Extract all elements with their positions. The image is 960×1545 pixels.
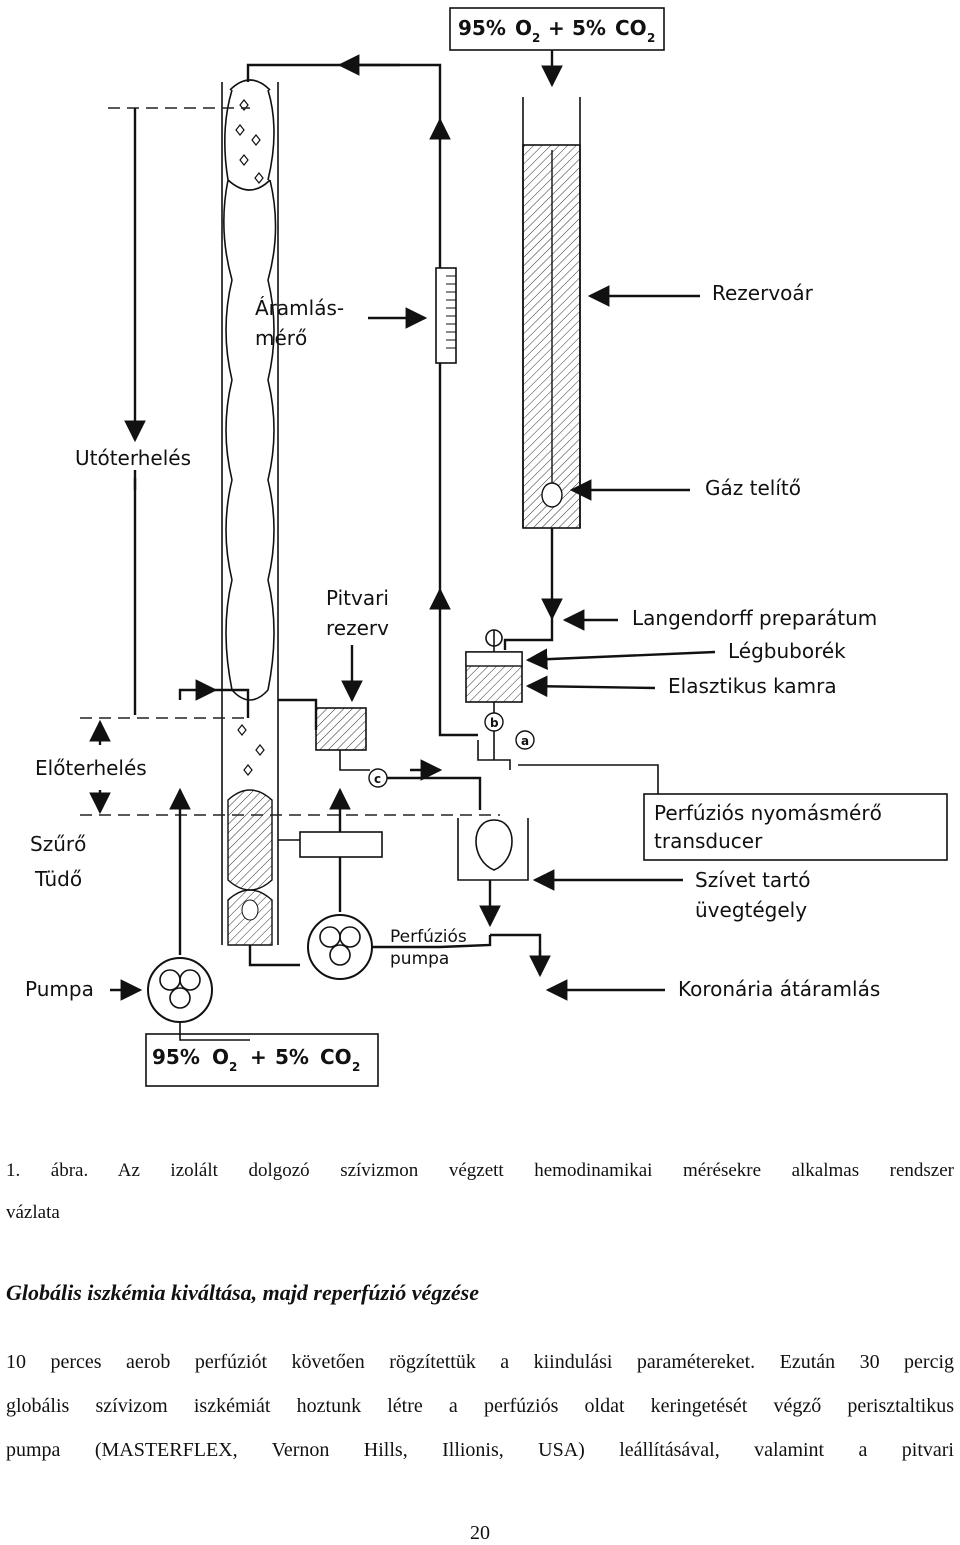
afterload-label: Utóterhelés <box>75 446 191 470</box>
svg-text:2: 2 <box>532 31 540 45</box>
svg-text:+: + <box>548 16 565 40</box>
svg-text:üvegtégely: üvegtégely <box>695 898 807 922</box>
bubble-label: Légbuborék <box>728 639 846 663</box>
pump-perfusion <box>307 914 373 980</box>
pump-label: Pumpa <box>25 977 94 1001</box>
transducer-label: Perfúziós nyomásmérő <box>654 801 882 825</box>
svg-text:O: O <box>212 1045 229 1069</box>
reservoir <box>522 97 581 529</box>
lung-label: Tüdő <box>34 867 82 891</box>
gas-saturator-label: Gáz telítő <box>705 476 801 500</box>
svg-text:2: 2 <box>647 31 655 45</box>
heart-holder <box>457 818 529 881</box>
svg-text:2: 2 <box>352 1060 360 1074</box>
perfusion-pump-label: Perfúziós <box>390 927 467 947</box>
coronary-flow-label: Koronária átáramlás <box>678 977 880 1001</box>
svg-text:CO: CO <box>615 16 647 40</box>
afterload-column <box>221 79 279 946</box>
transducer-box <box>643 793 948 861</box>
svg-text:O: O <box>515 16 532 40</box>
heart-holder-label: Szívet tartó <box>695 868 811 892</box>
atrial-reservoir <box>315 707 367 751</box>
svg-text:rezerv: rezerv <box>326 616 389 640</box>
svg-text:c: c <box>374 772 381 786</box>
flowmeter-label: Áramlás- <box>255 296 344 320</box>
filter-block <box>299 831 383 858</box>
page-number: 20 <box>470 1522 490 1544</box>
compliance-chamber <box>465 629 523 703</box>
svg-text:CO: CO <box>320 1045 352 1069</box>
gas-box-bottom: 95% O 2 + 5% CO 2 <box>145 1033 379 1087</box>
body-paragraph: 10 perces aerob perfúziót követően rögzí… <box>6 1351 954 1461</box>
reservoir-label: Rezervoár <box>712 281 814 305</box>
svg-text:mérő: mérő <box>255 326 307 350</box>
svg-text:pumpa: pumpa <box>390 949 449 969</box>
heart <box>475 819 513 871</box>
svg-text:5%: 5% <box>275 1045 309 1069</box>
svg-text:+: + <box>250 1045 267 1069</box>
pump-left <box>147 957 213 1023</box>
svg-text:a: a <box>521 734 529 748</box>
svg-text:2: 2 <box>229 1060 237 1074</box>
svg-text:95%: 95% <box>152 1045 200 1069</box>
svg-text:transducer: transducer <box>654 829 763 853</box>
gas-box-top: 95% O 2 + 5% CO 2 <box>449 7 665 51</box>
section-title: Globális iszkémia kiváltása, majd reperf… <box>6 1280 479 1305</box>
svg-text:95%: 95% <box>458 16 506 40</box>
elastic-chamber-label: Elasztikus kamra <box>668 674 837 698</box>
atrial-reservoir-label: Pitvari <box>326 586 389 610</box>
preload-label: Előterhelés <box>35 756 147 780</box>
apparatus-diagram: 95% O 2 + 5% CO 2 Áramlás- mérő <box>25 7 948 1087</box>
langendorff-label: Langendorff preparátum <box>632 606 877 630</box>
svg-text:5%: 5% <box>572 16 606 40</box>
valve-a <box>515 730 535 750</box>
figure-caption: 1. ábra. Az izolált dolgozó szívizmon vé… <box>6 1160 954 1223</box>
return-tube <box>246 63 478 737</box>
filter-label: Szűrő <box>30 832 86 856</box>
flowmeter <box>435 267 457 364</box>
svg-text:b: b <box>490 716 499 730</box>
